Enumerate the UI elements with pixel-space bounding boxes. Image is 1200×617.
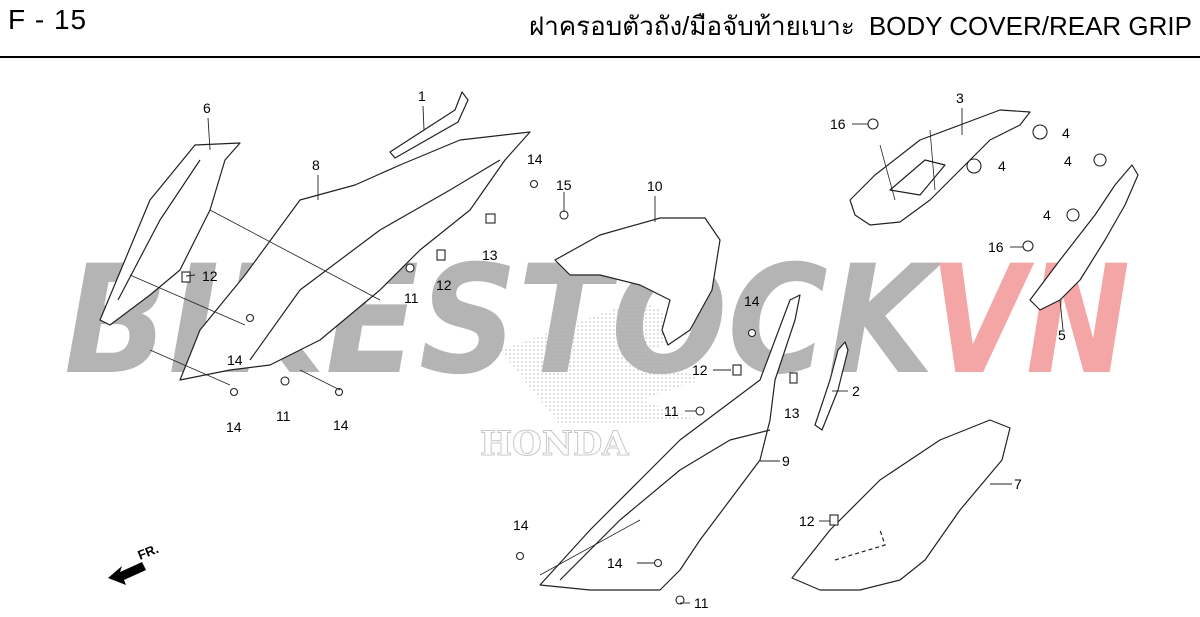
- leader-line: [207, 117, 211, 151]
- part-14-screw: [245, 313, 255, 323]
- part-5-grip-cover: [1029, 164, 1139, 311]
- part-9-side-cover: [539, 294, 801, 591]
- watermark-text-red: VN: [930, 234, 1130, 408]
- figure-title-english: BODY COVER/REAR GRIP: [868, 11, 1192, 41]
- callout-14: 14: [226, 419, 242, 435]
- callout-14: 14: [607, 555, 623, 571]
- part-14-screw: [653, 558, 663, 568]
- callout-3: 3: [956, 90, 964, 106]
- part-13-nut: [789, 372, 798, 384]
- part-11-screw: [675, 595, 685, 605]
- callout-15: 15: [556, 177, 572, 193]
- callout-4: 4: [1064, 153, 1072, 169]
- callout-12: 12: [436, 277, 452, 293]
- front-direction-arrow-icon: FR.: [108, 541, 161, 585]
- callout-6: 6: [203, 100, 211, 116]
- part-15-screw: [559, 210, 569, 220]
- callout-5: 5: [1058, 327, 1066, 343]
- part-16-bolt: [867, 118, 879, 130]
- part-6-edge: [117, 159, 201, 301]
- callout-14: 14: [227, 352, 243, 368]
- callout-16: 16: [988, 239, 1004, 255]
- part-12-clip: [732, 364, 742, 376]
- part-2-stripe: [814, 341, 849, 431]
- callout-4: 4: [1062, 125, 1070, 141]
- assembly-guide: [149, 349, 231, 386]
- assembly-guide: [129, 274, 246, 326]
- callout-1: 1: [418, 88, 426, 104]
- callout-14: 14: [527, 151, 543, 167]
- part-11-screw: [405, 263, 415, 273]
- page-header: F - 15 ฝาครอบตัวถัง/มือจับท้ายเบาะ BODY C…: [0, 0, 1200, 58]
- callout-11: 11: [694, 595, 709, 611]
- part-10-rear-cover: [554, 217, 721, 346]
- part-4-grommet: [1032, 124, 1048, 140]
- callout-8: 8: [312, 157, 320, 173]
- part-11-screw: [280, 376, 290, 386]
- part-12-clip: [181, 271, 191, 283]
- part-7-side-panel: [791, 419, 1011, 591]
- leader-line: [422, 105, 425, 131]
- figure-title-thai: ฝาครอบตัวถัง/มือจับท้ายเบาะ: [528, 11, 855, 41]
- part-12-clip: [436, 249, 446, 261]
- callout-16: 16: [830, 116, 846, 132]
- assembly-guide: [209, 209, 381, 301]
- front-direction-label: FR.: [136, 541, 161, 563]
- part-14-screw: [529, 179, 539, 189]
- callout-14: 14: [744, 293, 760, 309]
- part-14-screw: [747, 328, 757, 338]
- part-8-inner-edge: [249, 159, 501, 361]
- callout-13: 13: [784, 405, 800, 421]
- part-14-screw: [229, 387, 239, 397]
- part-4-grommet: [1093, 153, 1107, 167]
- part-16-bolt: [1022, 240, 1034, 252]
- callout-11: 11: [276, 408, 291, 424]
- callout-4: 4: [998, 158, 1006, 174]
- part-14-screw: [515, 551, 525, 561]
- part-4-grommet: [1066, 208, 1080, 222]
- callout-12: 12: [692, 362, 708, 378]
- callout-14: 14: [513, 517, 529, 533]
- honda-wing-logo: [500, 300, 700, 425]
- assembly-guide: [539, 519, 641, 576]
- part-12-clip: [829, 514, 839, 526]
- callout-11: 11: [664, 403, 679, 419]
- figure-title: ฝาครอบตัวถัง/มือจับท้ายเบาะ BODY COVER/RE…: [529, 6, 1192, 47]
- callout-4: 4: [1043, 207, 1051, 223]
- part-11-screw: [695, 406, 705, 416]
- assembly-guide: [929, 129, 936, 191]
- leader-line: [185, 274, 196, 277]
- callout-14: 14: [333, 417, 349, 433]
- callout-11: 11: [404, 290, 419, 306]
- callout-12: 12: [202, 268, 218, 284]
- part-3-grip-hole: [889, 159, 946, 196]
- part-4-grommet: [966, 158, 982, 174]
- callout-10: 10: [647, 178, 663, 194]
- part-1-stripe: [389, 91, 469, 159]
- watermark-text-grey: BIKESTOCK: [64, 234, 943, 408]
- callout-12: 12: [799, 513, 815, 529]
- callout-7: 7: [1014, 476, 1022, 492]
- assembly-guide: [879, 144, 896, 201]
- callout-2: 2: [852, 383, 860, 399]
- part-6-side-cover: [99, 142, 241, 326]
- part-13-nut: [485, 213, 496, 224]
- part-9-edge: [559, 429, 771, 581]
- callout-9: 9: [782, 453, 790, 469]
- part-14-screw: [334, 387, 344, 397]
- assembly-guide: [299, 369, 341, 391]
- figure-code: F - 15: [8, 4, 88, 35]
- leader-line: [1059, 299, 1064, 331]
- honda-logo-text: HONDA: [480, 424, 629, 464]
- callout-13: 13: [482, 247, 498, 263]
- part-7-hidden-edge: [834, 529, 886, 561]
